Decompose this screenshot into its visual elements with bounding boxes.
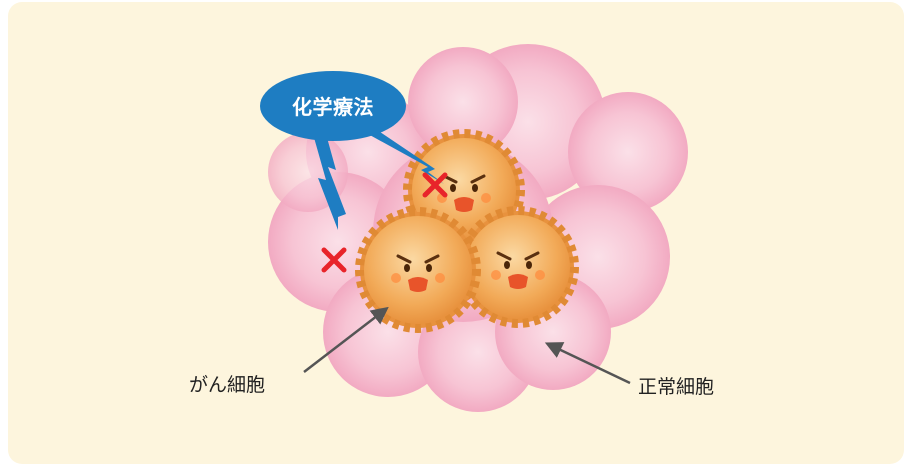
chemotherapy-label: 化学療法 [292,95,374,119]
cancer-cell-arrow [303,306,389,373]
cancer-cell-label: がん細胞 [189,374,266,396]
x-mark-icon [422,172,448,198]
diagram-panel: 化学療法 がん細胞 正常細胞 [8,2,904,464]
cancer-cells [355,129,579,333]
diagram-canvas [260,44,688,412]
chemotherapy-bubble [260,71,444,230]
normal-cell-arrow [544,342,631,385]
x-mark-icon [321,247,347,273]
normal-cell-label: 正常細胞 [638,376,715,398]
